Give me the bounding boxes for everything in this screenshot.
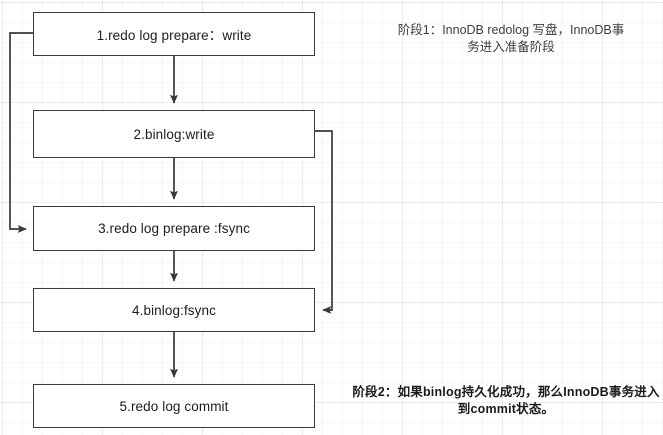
- node-label: 5.redo log commit: [119, 398, 229, 414]
- node-label: 2.binlog:write: [133, 126, 215, 142]
- phase-2-annotation: 阶段2：如果binlog持久化成功，那么InnoDB事务进入 到commit状态…: [352, 384, 660, 418]
- node-binlog-fsync[interactable]: 4.binlog:fsync: [33, 288, 315, 332]
- node-redo-log-prepare-write[interactable]: 1.redo log prepare：write: [33, 12, 315, 56]
- node-label: 3.redo log prepare :fsync: [98, 221, 250, 236]
- phase-1-annotation: 阶段1：InnoDB redolog 写盘，InnoDB事 务进入准备阶段: [366, 22, 656, 56]
- phase-2-line-2: 到commit状态。: [457, 402, 555, 416]
- phase-1-line-1: 阶段1：InnoDB redolog 写盘，InnoDB事: [397, 23, 625, 37]
- node-redo-log-prepare-fsync[interactable]: 3.redo log prepare :fsync: [33, 206, 315, 251]
- node-label: 4.binlog:fsync: [132, 302, 216, 318]
- phase-2-line-1: 阶段2：如果binlog持久化成功，那么InnoDB事务进入: [352, 385, 660, 399]
- arrow-n2-right-to-n4: [315, 130, 333, 314]
- phase-1-line-2: 务进入准备阶段: [467, 40, 555, 54]
- node-binlog-write[interactable]: 2.binlog:write: [33, 110, 315, 158]
- node-label: 1.redo log prepare：write: [96, 28, 252, 43]
- arrow-n1-left-to-n3: [9, 32, 33, 233]
- node-redo-log-commit[interactable]: 5.redo log commit: [33, 384, 315, 428]
